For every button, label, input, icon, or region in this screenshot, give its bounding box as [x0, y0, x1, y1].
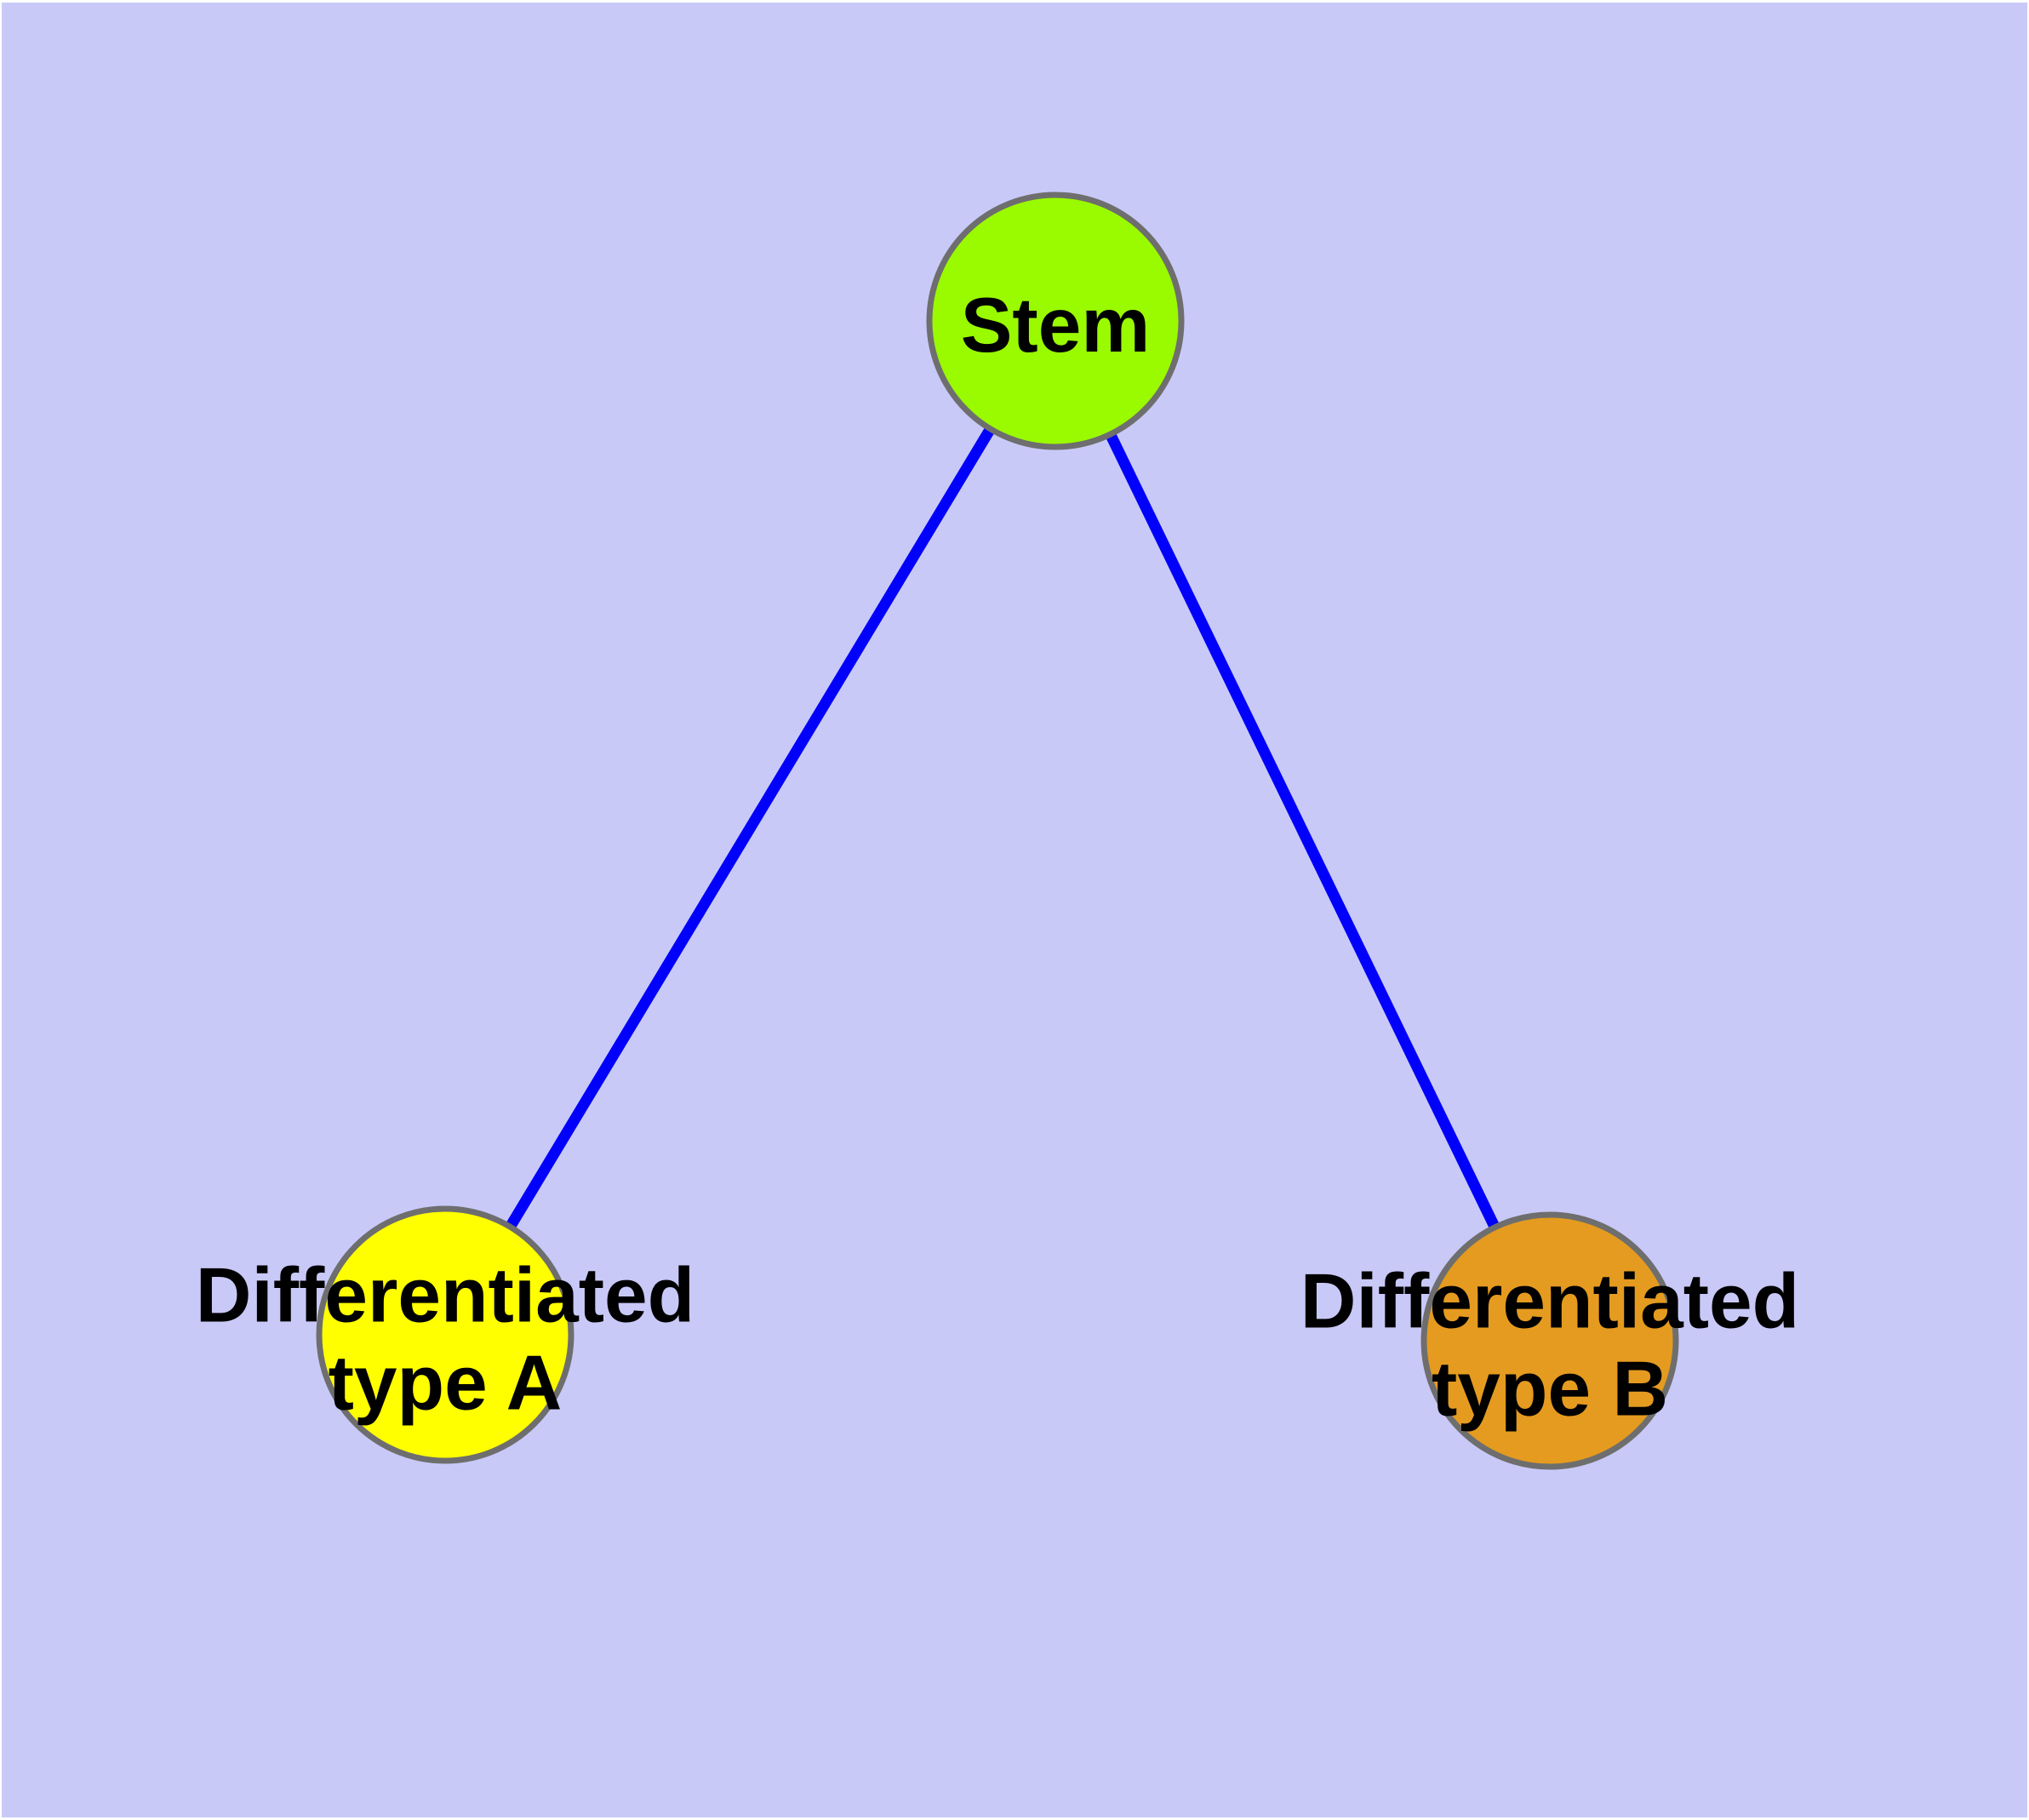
edge-stem-differentiated-type-a — [440, 318, 1060, 1338]
node-label-line: Differentiated — [1300, 1259, 1800, 1345]
node-label-line: Stem — [961, 283, 1151, 369]
node-stem — [926, 192, 1185, 450]
node-label-line: type A — [329, 1341, 563, 1427]
node-label-stem: Stem — [961, 283, 1151, 369]
node-label-line: type B — [1432, 1347, 1668, 1433]
node-label-line: Differentiated — [196, 1253, 695, 1339]
edge-layer — [440, 318, 1555, 1343]
node-differentiated-type-a — [316, 1205, 574, 1464]
node-differentiated-type-b — [1420, 1211, 1679, 1470]
edge-stem-differentiated-type-b — [1050, 318, 1555, 1343]
